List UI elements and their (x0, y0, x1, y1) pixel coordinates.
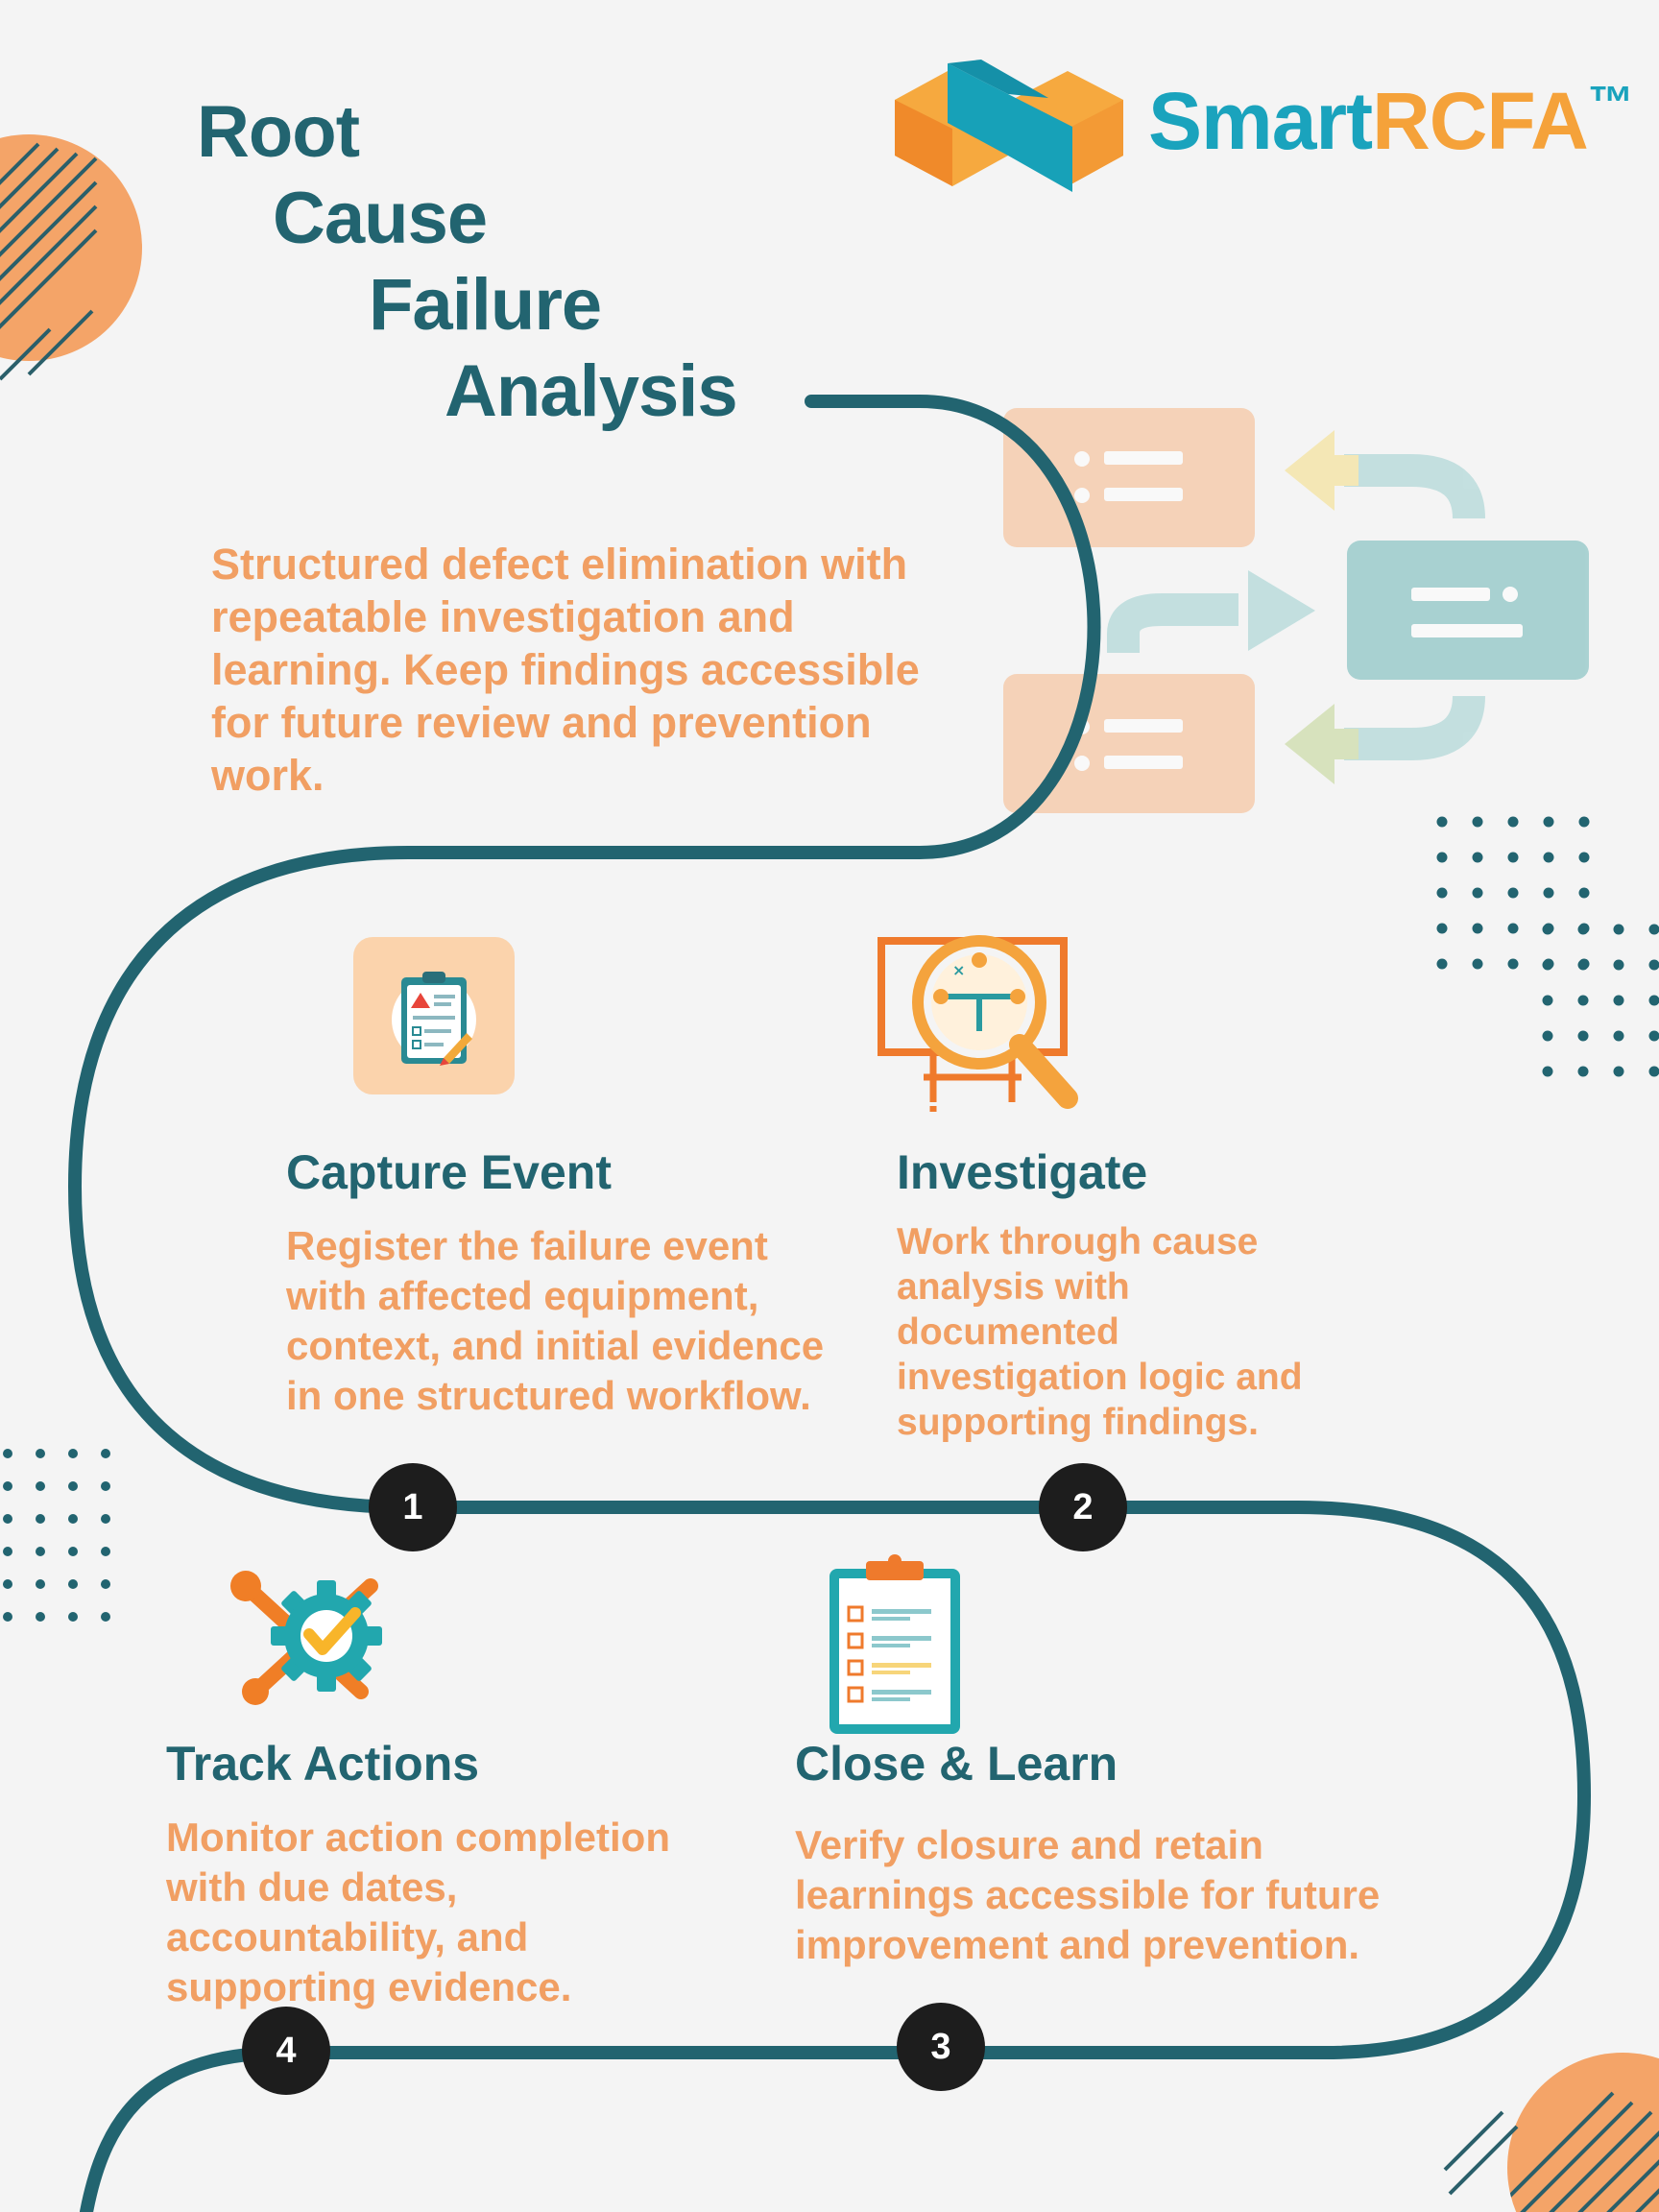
step-2-description: Work through cause analysis with documen… (897, 1221, 1303, 1443)
title-line-4: Analysis (445, 350, 738, 432)
step-3-badge: 3 (897, 2003, 985, 2091)
step-4-badge: 4 (242, 2007, 330, 2095)
svg-text:×: × (952, 961, 965, 979)
step-2-badge: 2 (1039, 1463, 1127, 1551)
step-3-description: Verify closure and retain learnings acce… (795, 1822, 1381, 1967)
title-line-1: Root (197, 91, 360, 173)
brand-name-rcfa: RCFA (1372, 76, 1589, 166)
intro-text: Structured defect elimination with repea… (211, 540, 920, 800)
decor-circle-bottom-right (1443, 2053, 1659, 2212)
brand-name-smart: Smart (1148, 76, 1373, 166)
decor-circle-top-left (0, 134, 142, 381)
step-4-description: Monitor action completion with due dates… (166, 1815, 670, 2009)
dot-grid-left (3, 1449, 110, 1622)
title-line-2: Cause (273, 178, 488, 259)
hexagon-cube-logo-icon (895, 60, 1123, 192)
step-4-title: Track Actions (166, 1737, 480, 1791)
step-1-title: Capture Event (286, 1145, 612, 1199)
step-3-title: Close & Learn (795, 1737, 1118, 1791)
road-path (67, 395, 1592, 2212)
magnifier-monitor-icon: × (878, 935, 1078, 1112)
step-1-badge: 1 (369, 1463, 457, 1551)
step-1-description: Register the failure event with affected… (286, 1223, 825, 1418)
brand-trademark: ™ (1587, 78, 1634, 129)
step-2-title: Investigate (897, 1145, 1148, 1199)
title-line-3: Failure (369, 264, 602, 346)
clipboard-icon (353, 937, 515, 1094)
checklist-icon (830, 1554, 960, 1734)
brand-name: SmartRCFA™ (1148, 78, 1634, 162)
dot-grid-right (1436, 816, 1659, 1077)
gear-wrench-check-icon (230, 1571, 382, 1705)
